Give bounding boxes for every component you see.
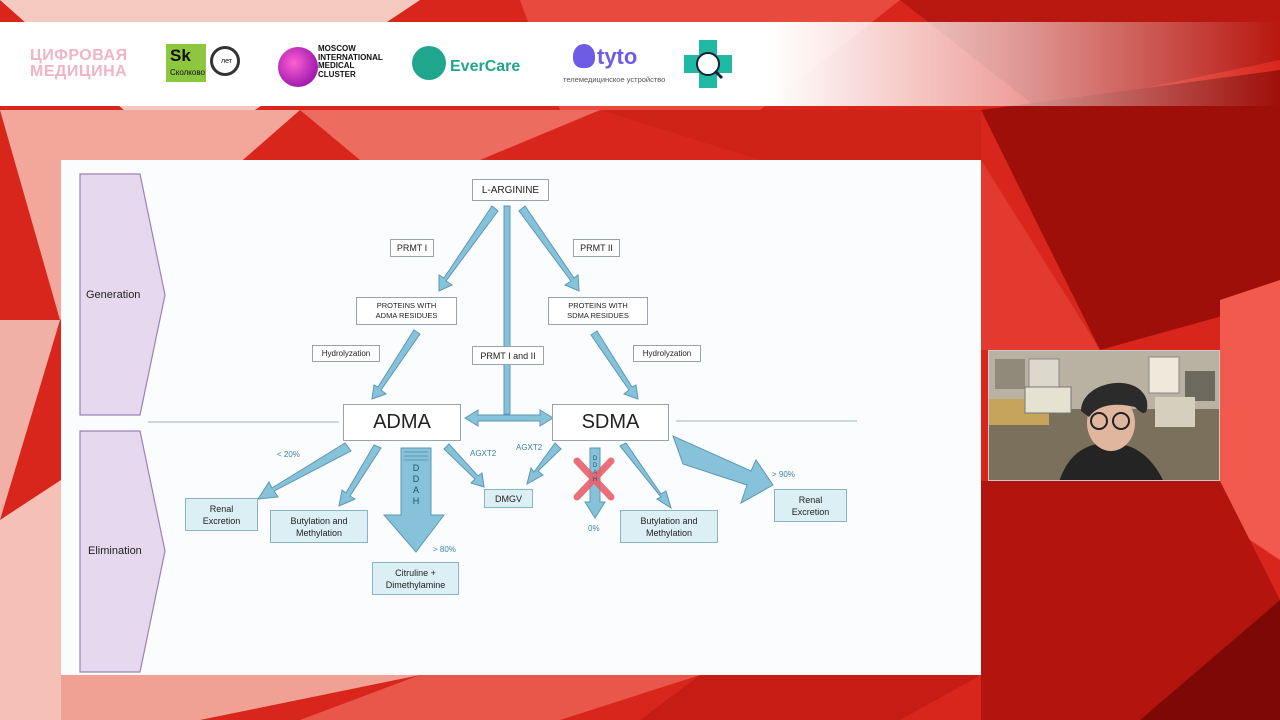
butylation-left-box: Butylation and Methylation (270, 510, 368, 543)
presenter-webcam (988, 350, 1220, 481)
evercare-name: EverCare (450, 58, 521, 75)
box-line: Butylation and (640, 515, 698, 526)
percent-gt80-label: > 80% (433, 545, 456, 554)
cluster-line: MEDICAL (318, 61, 355, 70)
box-line: ADMA RESIDUES (375, 311, 438, 320)
renal-excretion-left-box: Renal Excretion (185, 498, 258, 531)
citruline-box: Citruline + Dimethylamine (372, 562, 459, 595)
tyto-logo: tyto телемедицинское устройство (563, 44, 673, 88)
l-arginine-box: L-ARGININE (472, 179, 549, 201)
dmgv-box: DMGV (484, 489, 533, 508)
arrow-ddah (382, 447, 446, 553)
arrow-sdma-renal (672, 435, 774, 505)
prmt-both-box: PRMT I and II (472, 346, 544, 365)
diagram-graphics (79, 173, 857, 673)
ddah-sdma-label: D D A H (592, 456, 598, 483)
evercare-logo: EverCare (412, 46, 542, 82)
skolkovo-abbr: Sk (170, 46, 191, 65)
owl-icon (573, 44, 595, 68)
renal-excretion-right-box: Renal Excretion (774, 489, 847, 522)
percent-lt20-label: < 20% (277, 450, 300, 459)
box-line: Excretion (791, 506, 830, 517)
butylation-right-box: Butylation and Methylation (620, 510, 718, 543)
box-line: Citruline + (395, 567, 436, 578)
logo-text-line1: ЦИФРОВАЯ (30, 47, 128, 64)
arrow-central-shaft (503, 205, 511, 415)
arrow-sdma-butylation (619, 442, 672, 510)
agxt2-right-label: AGXT2 (516, 443, 543, 452)
cluster-line: MOSCOW (318, 44, 356, 53)
slide-diagram: Generation Elimination L-ARGININE PRMT I… (61, 160, 981, 675)
adma-box: ADMA (343, 404, 461, 441)
phase-elimination-label: Elimination (88, 545, 142, 557)
cluster-blob-icon (278, 47, 318, 87)
find-doctor-cross-icon (684, 40, 732, 88)
generation-chevron (79, 173, 166, 416)
cluster-name: MOSCOW INTERNATIONAL MEDICAL CLUSTER (318, 44, 383, 79)
skolkovo-name: Сколково (170, 68, 205, 77)
anniversary-ring-icon: лет (210, 46, 240, 76)
box-line: Excretion (202, 515, 241, 526)
proteins-sdma-box: PROTEINS WITH SDMA RESIDUES (548, 297, 648, 325)
percent-gt90-label: > 90% (772, 470, 795, 479)
arrow-arginine-to-sdma-proteins (518, 205, 580, 292)
arrow-adma-renal (257, 442, 352, 500)
elimination-chevron (79, 430, 166, 673)
arrow-sdma-dmgv (526, 442, 562, 486)
cluster-line: CLUSTER (318, 69, 356, 79)
proteins-adma-box: PROTEINS WITH ADMA RESIDUES (356, 297, 457, 325)
box-line: SDMA RESIDUES (567, 311, 629, 320)
percent-zero-label: 0% (588, 524, 600, 533)
arrow-adma-dmgv (443, 443, 485, 488)
box-line: Dimethylamine (385, 579, 446, 590)
arrow-arginine-to-adma-proteins (438, 205, 499, 292)
cifrovaya-medicina-logo: ЦИФРОВАЯ МЕДИЦИНА (30, 48, 140, 80)
box-line: Renal (798, 494, 823, 505)
tyto-subtitle: телемедицинское устройство (563, 75, 666, 84)
skolkovo-logo: Sk Сколково лет (166, 44, 244, 82)
prmt1-box: PRMT I (390, 239, 434, 257)
tyto-name: tyto (597, 44, 638, 69)
hydrolyzation-right-box: Hydrolyzation (633, 345, 701, 362)
moscow-medical-cluster-logo: MOSCOW INTERNATIONAL MEDICAL CLUSTER (278, 44, 388, 89)
arrow-hydrolyzation-right (590, 330, 639, 400)
cluster-line: INTERNATIONAL (318, 52, 383, 62)
evercare-bird-icon (412, 46, 446, 80)
box-line: PROTEINS WITH (376, 301, 437, 310)
box-line: Renal (209, 503, 234, 514)
skolkovo-years: лет (221, 58, 232, 65)
prmt2-box: PRMT II (573, 239, 620, 257)
ddah-adma-label: D D A H (412, 463, 420, 506)
skolkovo-box: Sk Сколково (166, 44, 206, 82)
hydrolyzation-left-box: Hydrolyzation (312, 345, 380, 362)
box-line: Methylation (295, 527, 343, 538)
arrow-adma-butylation (338, 444, 382, 507)
sdma-box: SDMA (552, 404, 669, 441)
phase-generation-label: Generation (86, 289, 141, 301)
logo-text-line2: МЕДИЦИНА (30, 63, 128, 80)
blocked-cross-icon (573, 457, 615, 501)
arrow-hydrolyzation-left (371, 329, 421, 400)
box-line: Butylation and (290, 515, 348, 526)
presenter-video-icon (989, 351, 1219, 480)
box-line: Methylation (645, 527, 693, 538)
box-line: PROTEINS WITH (568, 301, 628, 310)
agxt2-left-label: AGXT2 (470, 449, 497, 458)
